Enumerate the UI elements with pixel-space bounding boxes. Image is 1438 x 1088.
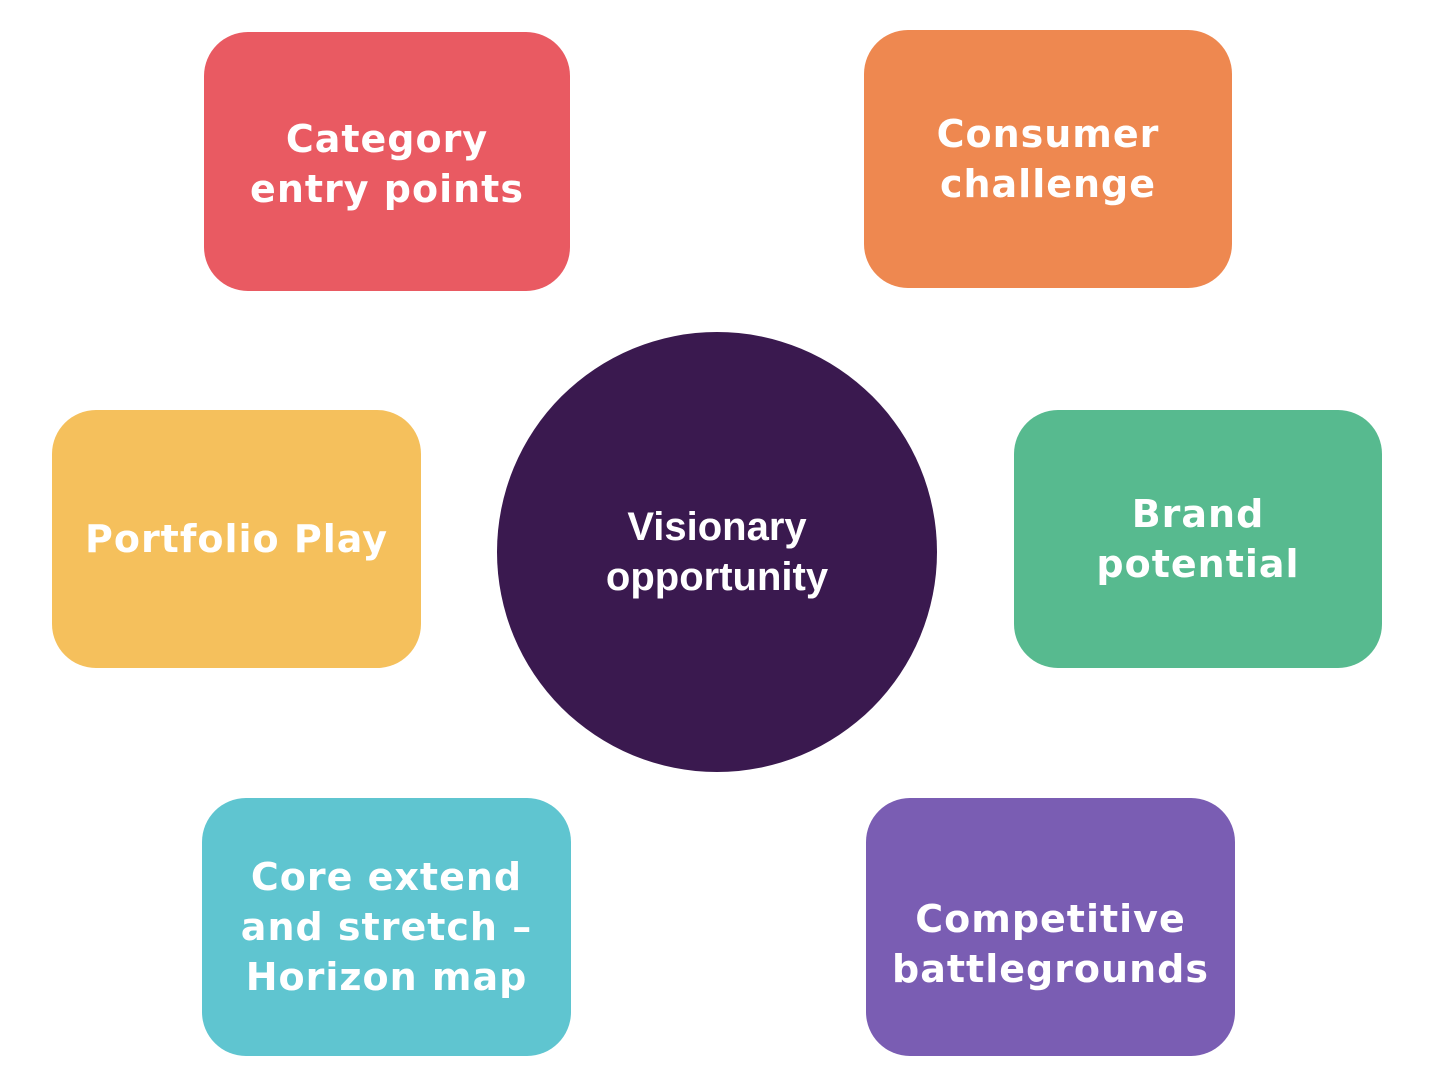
visionary-opportunity-circle: Visionary opportunity [497, 332, 937, 772]
competitive-battlegrounds-label: Competitive battlegrounds [892, 897, 1209, 991]
portfolio-play-box: Portfolio Play [52, 410, 421, 668]
competitive-battlegrounds-box: Competitive battlegrounds [866, 798, 1235, 1056]
visionary-opportunity-label: Visionary opportunity [605, 505, 829, 599]
core-extend-stretch-box: Core extend and stretch – Horizon map [202, 798, 571, 1056]
consumer-challenge-box: Consumer challenge [864, 30, 1232, 288]
consumer-challenge-label: Consumer challenge [936, 112, 1160, 206]
core-extend-stretch-label: Core extend and stretch – Horizon map [240, 855, 533, 999]
category-entry-points-label: Category entry points [250, 116, 524, 211]
category-entry-points-box: Category entry points [204, 32, 570, 291]
brand-potential-label: Brand potential [1096, 492, 1300, 586]
portfolio-play-label: Portfolio Play [84, 517, 388, 561]
brand-potential-box: Brand potential [1014, 410, 1382, 668]
